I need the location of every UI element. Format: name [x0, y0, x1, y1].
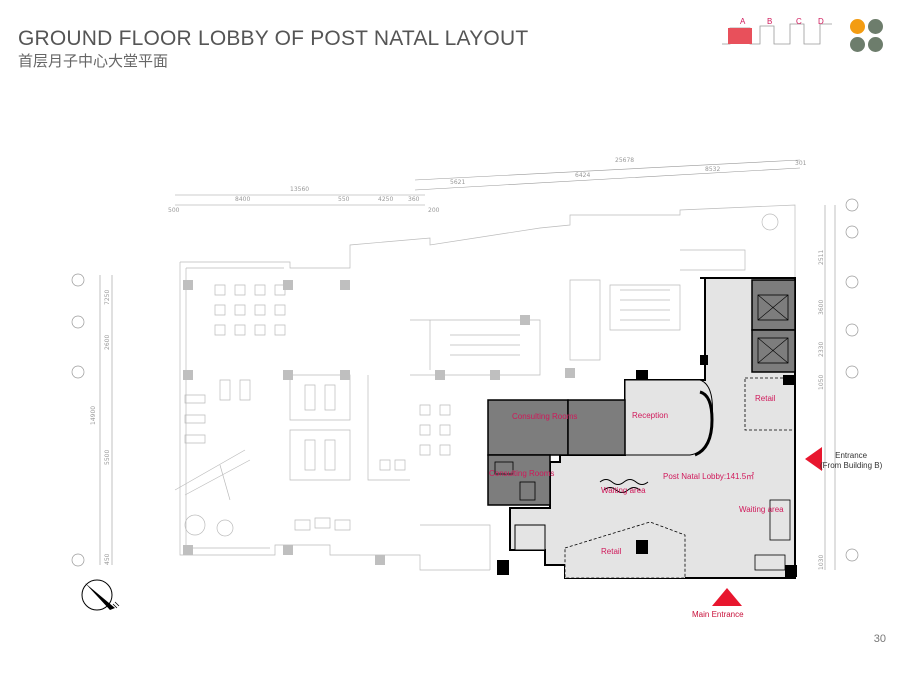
retail-right-zone [744, 377, 796, 431]
waiting-area-sofa [769, 499, 791, 541]
dim-right-b: 3600 [818, 300, 825, 315]
dim-top-total: 13560 [290, 186, 309, 193]
dim-top-c: 4250 [378, 196, 393, 203]
side-entrance-arrow [805, 447, 822, 471]
key-plan: A B C D [720, 14, 840, 59]
label-lobby: Post Natal Lobby:141.5㎡ [663, 472, 755, 481]
waiting-seating-wave-1 [599, 479, 649, 485]
elevator-1-cab [757, 294, 789, 321]
consulting-room-lower [487, 454, 551, 506]
nav-dot-1 [850, 19, 865, 34]
dim-right-a: 2511 [818, 250, 825, 265]
lobby-counter [754, 554, 786, 571]
page-number: 30 [873, 633, 886, 645]
key-plan-label-d: D [818, 17, 824, 26]
main-entrance-arrow [712, 588, 742, 606]
consulting-room-upper-left [487, 399, 569, 456]
dim-upper-c: 8532 [705, 166, 720, 173]
key-plan-label-a: A [740, 17, 746, 26]
dim-top-right-small: 200 [428, 207, 440, 214]
dim-upper-d: 301 [795, 160, 807, 167]
lobby-columns [497, 355, 797, 577]
dim-top-d: 360 [408, 196, 420, 203]
retail-bottom-zone [564, 521, 686, 579]
page-title: GROUND FLOOR LOBBY OF POST NATAL LAYOUT [18, 27, 529, 50]
dim-right-e: 1030 [818, 555, 825, 570]
waiting-seating-wave-2 [603, 487, 641, 493]
dimension-text: 13560 8400 550 4250 360 500 200 25678 56… [90, 157, 825, 570]
label-consulting-upper: Consulting Rooms [512, 412, 578, 421]
dim-upper-a: 5621 [450, 179, 465, 186]
page-subtitle: 首层月子中心大堂平面 [18, 52, 169, 70]
dim-left-d: 450 [104, 553, 111, 565]
nav-dot-2 [868, 19, 883, 34]
reception-desk [694, 390, 714, 457]
key-plan-section-a-highlight [728, 28, 752, 44]
label-main-entrance: Main Entrance [692, 610, 744, 619]
dim-left-total: 14900 [90, 406, 97, 425]
plan-columns [183, 280, 575, 565]
label-side-entrance: Entrance (From Building B) [820, 451, 882, 471]
dim-upper-total: 25678 [615, 157, 634, 164]
label-consulting-lower: Consulting Rooms [489, 469, 555, 478]
nav-dot-3 [850, 37, 865, 52]
nav-dot-4 [868, 37, 883, 52]
consulting-room-upper-right [567, 399, 626, 456]
dim-top-b: 550 [338, 196, 350, 203]
dim-right-c: 2330 [818, 342, 825, 357]
label-waiting-right: Waiting area [739, 505, 784, 514]
key-plan-label-b: B [767, 17, 773, 26]
elevator-2-cab [757, 337, 789, 364]
label-side-entrance-line1: Entrance [835, 451, 868, 460]
key-plan-label-c: C [796, 17, 802, 26]
label-reception: Reception [632, 411, 669, 420]
label-side-entrance-line2: (From Building B) [820, 461, 883, 470]
label-retail-bottom: Retail [601, 547, 622, 556]
dimension-lines [99, 159, 836, 570]
dim-upper-b: 6424 [575, 172, 590, 179]
dim-left-b: 2600 [104, 335, 111, 350]
label-retail-right: Retail [755, 394, 776, 403]
grid-axis-markers [71, 198, 859, 567]
elevator-1 [751, 279, 796, 331]
dim-right-d: 1050 [818, 375, 825, 390]
consulting-room-cabinet [519, 481, 536, 501]
dim-top-a: 8400 [235, 196, 250, 203]
retail-column [636, 540, 648, 554]
consulting-room-fixture [494, 461, 514, 475]
north-arrow [81, 579, 120, 611]
label-waiting-left: Waiting area [601, 486, 646, 495]
dim-top-left: 500 [168, 207, 180, 214]
dim-left-c: 5500 [104, 450, 111, 465]
key-plan-diagram [722, 23, 832, 45]
restroom [514, 524, 546, 551]
dim-left-a: 7250 [104, 290, 111, 305]
